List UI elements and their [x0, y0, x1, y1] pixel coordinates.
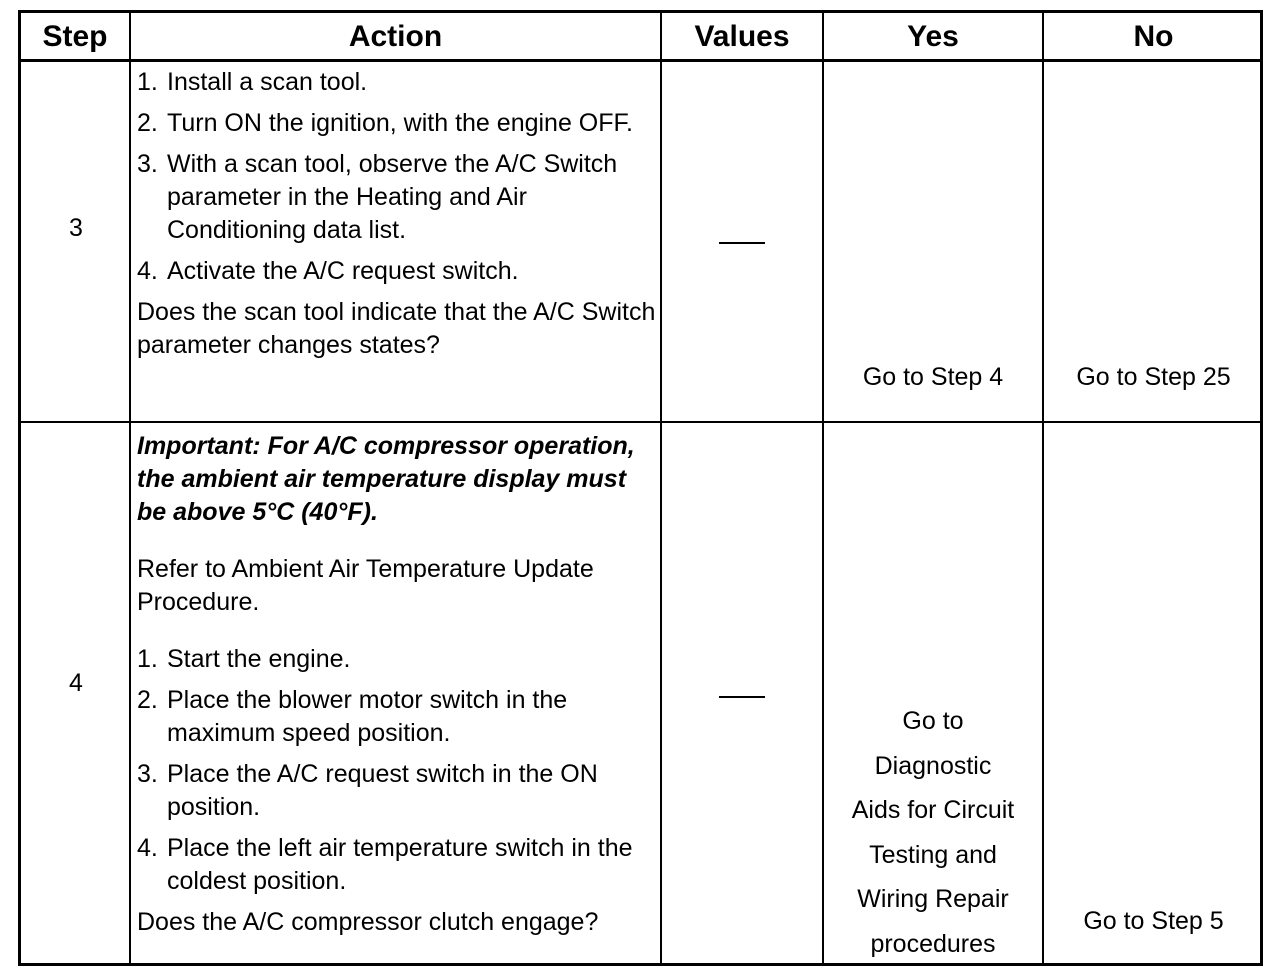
values-dash	[719, 242, 765, 244]
list-text: With a scan tool, observe the A/C Switch…	[167, 150, 618, 244]
row-divider	[21, 421, 1260, 423]
list-item: 3. With a scan tool, observe the A/C Swit…	[137, 148, 662, 247]
list-item: 4. Activate the A/C request switch.	[137, 255, 662, 288]
list-text: Place the blower motor switch in the max…	[167, 686, 568, 747]
question-text: Does the A/C compressor clutch engage?	[137, 908, 599, 936]
list-number: 1.	[137, 645, 158, 673]
diagnostic-table: Step Action Values Yes No 3 1. Install a …	[18, 10, 1263, 966]
list-item: 2. Turn ON the ignition, with the engine …	[137, 107, 662, 140]
list-number: 4.	[137, 834, 158, 862]
list-text: Turn ON the ignition, with the engine OF…	[167, 109, 633, 137]
list-number: 1.	[137, 68, 158, 96]
step-number: 3	[69, 214, 83, 242]
column-divider	[129, 13, 131, 963]
list-item: 1. Start the engine.	[137, 643, 662, 676]
no-result: Go to Step 25	[1076, 363, 1231, 391]
yes-result-line: Aids for Circuit	[851, 796, 1015, 824]
list-number: 2.	[137, 686, 158, 714]
list-text: Place the left air temperature switch in…	[167, 834, 633, 895]
header-step: Step	[42, 19, 108, 53]
list-text: Start the engine.	[167, 645, 351, 673]
column-divider	[822, 13, 824, 963]
header-values: Values	[694, 19, 790, 53]
list-number: 3.	[137, 760, 158, 788]
list-item: 3. Place the A/C request switch in the ON…	[137, 758, 662, 824]
refer-text: Refer to Ambient Air Temperature Update …	[137, 555, 594, 616]
action-cell: 1. Install a scan tool. 2. Turn ON the ign…	[137, 66, 662, 362]
header-action: Action	[348, 19, 443, 53]
yes-result-line: Wiring Repair	[857, 885, 1009, 913]
step-number: 4	[69, 669, 83, 697]
no-result: Go to Step 5	[1083, 907, 1224, 935]
list-number: 2.	[137, 109, 158, 137]
yes-result-line: procedures	[870, 929, 996, 958]
list-text: Install a scan tool.	[167, 68, 368, 96]
yes-result-line: Testing and	[869, 840, 997, 869]
list-item: 1. Install a scan tool.	[137, 66, 662, 99]
yes-result-line: Go to	[902, 707, 964, 735]
list-number: 3.	[137, 150, 158, 178]
yes-result: Go to Step 4	[862, 363, 1004, 391]
important-note: Important: For A/C compressor operation,…	[137, 432, 635, 526]
list-number: 4.	[137, 257, 158, 285]
header-yes: Yes	[907, 19, 959, 53]
header-divider	[21, 59, 1260, 62]
list-text: Place the A/C request switch in the ON p…	[167, 760, 598, 821]
values-dash	[719, 696, 765, 698]
header-no: No	[1133, 19, 1174, 53]
column-divider	[1042, 13, 1044, 963]
action-cell: Important: For A/C compressor operation,…	[137, 430, 662, 939]
yes-result-line: Diagnostic	[874, 751, 992, 780]
list-item: 4. Place the left air temperature switch …	[137, 832, 662, 898]
column-divider	[660, 13, 662, 963]
question-text: Does the scan tool indicate that the A/C…	[137, 298, 656, 359]
list-text: Activate the A/C request switch.	[167, 257, 519, 285]
list-item: 2. Place the blower motor switch in the m…	[137, 684, 662, 750]
yes-result: Go to Diagnostic Aids for Circuit Testin…	[824, 699, 1042, 966]
